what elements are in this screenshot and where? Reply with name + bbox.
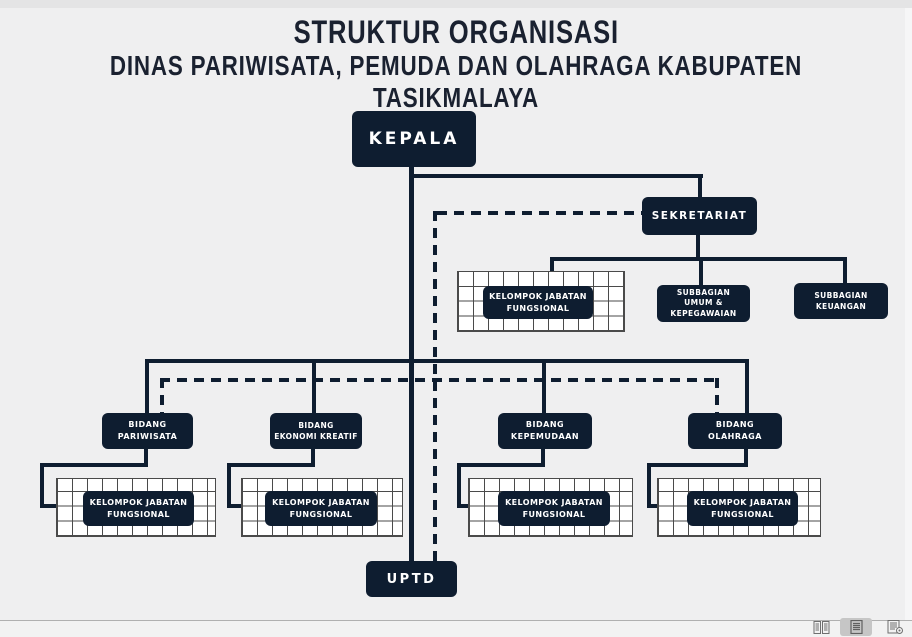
- multi-page-view-button[interactable]: [806, 619, 836, 635]
- dashed-sekretariat-h: [437, 211, 642, 215]
- node-kelompok-pariwisata[interactable]: KELOMPOK JABATAN FUNGSIONAL: [83, 491, 194, 526]
- connector-elbow2-v: [227, 463, 231, 508]
- connector-drop-bidang-ekonomi: [312, 359, 316, 414]
- node-kelompok-pariwisata-label: KELOMPOK JABATAN FUNGSIONAL: [89, 498, 188, 519]
- connector-elbow2-h: [227, 463, 315, 467]
- node-uptd[interactable]: UPTD: [366, 561, 457, 597]
- statusbar: [0, 621, 912, 637]
- org-chart-title: STRUKTUR ORGANISASI: [293, 14, 619, 50]
- connector-kepemudaan-bottom: [541, 448, 545, 467]
- connector-elbow3-h: [457, 463, 545, 467]
- multi-page-view-icon: [813, 620, 829, 634]
- connector-elbow4-v: [647, 463, 651, 508]
- connector-elbow1-nub: [40, 504, 58, 508]
- org-chart-subtitle: DINAS PARIWISATA, PEMUDA DAN OLAHRAGA KA…: [109, 50, 803, 113]
- connector-kepala-to-sekretariat-h: [411, 174, 703, 178]
- connector-elbow3-nub: [457, 504, 471, 508]
- dashed-drop-pariwisata: [160, 378, 164, 414]
- node-kelompok-ekonomi-kreatif[interactable]: KELOMPOK JABATAN FUNGSIONAL: [265, 491, 377, 526]
- node-bidang-pariwisata-label: BIDANG PARIWISATA: [117, 420, 178, 441]
- node-bidang-kepemudaan-label: BIDANG KEPEMUDAAN: [510, 420, 580, 441]
- connector-pariwisata-bottom: [144, 448, 148, 467]
- node-bidang-kepemudaan[interactable]: BIDANG KEPEMUDAAN: [498, 413, 592, 449]
- connector-elbow1-h: [40, 463, 148, 467]
- connector-drop-subbagian-keuangan: [843, 257, 847, 284]
- node-kelompok-sekretariat-label: KELOMPOK JABATAN FUNGSIONAL: [489, 292, 587, 313]
- connector-sekretariat-children-h: [550, 257, 847, 261]
- connector-drop-subbagian-umum: [699, 257, 703, 286]
- connector-ekonomi-bottom: [311, 448, 315, 467]
- connector-bidang-row-h: [145, 359, 749, 363]
- connector-drop-bidang-pariwisata: [145, 359, 149, 414]
- node-bidang-pariwisata[interactable]: BIDANG PARIWISATA: [102, 413, 193, 449]
- node-subbagian-umum-kepegawaian[interactable]: SUBBAGIAN UMUM & KEPEGAWAIAN: [657, 285, 750, 322]
- connector-elbow1-v: [40, 463, 44, 508]
- node-bidang-ekonomi-kreatif-label: BIDANG EKONOMI KREATIF: [274, 420, 358, 441]
- node-kelompok-sekretariat[interactable]: KELOMPOK JABATAN FUNGSIONAL: [483, 286, 593, 319]
- node-kepala-label: KEPALA: [368, 129, 460, 149]
- page-right-edge: [905, 8, 912, 620]
- node-subbagian-keuangan[interactable]: SUBBAGIAN KEUANGAN: [794, 283, 888, 319]
- node-sekretariat[interactable]: SEKRETARIAT: [642, 197, 757, 235]
- connector-drop-bidang-olahraga: [745, 359, 749, 414]
- statusbar-divider: [0, 620, 912, 621]
- node-kelompok-olahraga[interactable]: KELOMPOK JABATAN FUNGSIONAL: [687, 491, 798, 526]
- node-kelompok-ekonomi-kreatif-label: KELOMPOK JABATAN FUNGSIONAL: [272, 498, 370, 519]
- page-title: STRUKTUR ORGANISASI DINAS PARIWISATA, PE…: [0, 14, 912, 114]
- connector-elbow4-nub: [647, 504, 660, 508]
- single-page-view-icon: [849, 620, 863, 634]
- dashed-drop-olahraga: [715, 378, 719, 414]
- connector-sekretariat-drop: [698, 174, 702, 198]
- window-top-strip: [0, 0, 912, 8]
- connector-drop-kelompok-sekretariat: [550, 257, 554, 273]
- node-kelompok-olahraga-label: KELOMPOK JABATAN FUNGSIONAL: [693, 498, 792, 519]
- node-kelompok-kepemudaan-label: KELOMPOK JABATAN FUNGSIONAL: [505, 498, 603, 519]
- node-bidang-olahraga-label: BIDANG OLAHRAGA: [708, 420, 762, 441]
- node-uptd-label: UPTD: [386, 571, 437, 587]
- node-bidang-olahraga[interactable]: BIDANG OLAHRAGA: [688, 413, 782, 449]
- single-page-view-button[interactable]: [840, 618, 872, 636]
- node-kelompok-kepemudaan[interactable]: KELOMPOK JABATAN FUNGSIONAL: [498, 491, 610, 526]
- dashed-vertical-to-uptd: [433, 211, 437, 562]
- connector-elbow3-v: [457, 463, 461, 508]
- node-subbagian-keuangan-label: SUBBAGIAN KEUANGAN: [814, 290, 868, 311]
- connector-olahraga-bottom: [744, 448, 748, 467]
- connector-sekretariat-bottom: [696, 235, 700, 261]
- book-view-icon: [887, 620, 903, 634]
- book-view-button[interactable]: [880, 619, 910, 635]
- connector-elbow2-nub: [227, 504, 243, 508]
- node-sekretariat-label: SEKRETARIAT: [651, 210, 748, 222]
- connector-elbow4-h: [647, 463, 748, 467]
- node-bidang-ekonomi-kreatif[interactable]: BIDANG EKONOMI KREATIF: [270, 413, 362, 449]
- connector-kepala-to-uptd: [409, 167, 414, 562]
- connector-drop-bidang-kepemudaan: [542, 359, 546, 414]
- dashed-bidang-row-h: [160, 378, 720, 382]
- node-kepala[interactable]: KEPALA: [352, 111, 476, 167]
- node-subbagian-umum-label: SUBBAGIAN UMUM & KEPEGAWAIAN: [670, 288, 737, 318]
